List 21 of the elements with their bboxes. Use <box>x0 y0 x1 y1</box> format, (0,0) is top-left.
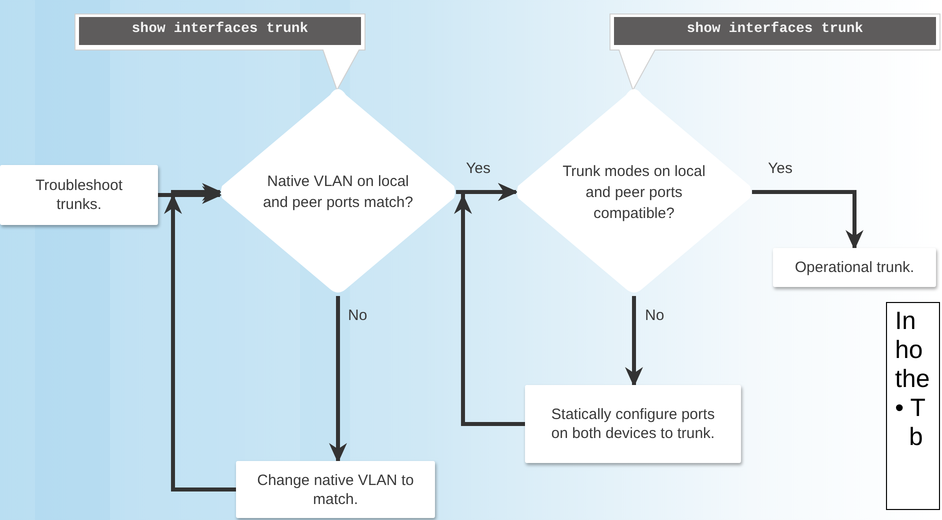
command-text: show interfaces trunk <box>130 20 310 39</box>
step-text: Troubleshoot trunks. <box>34 176 124 214</box>
text-panel <box>886 302 940 510</box>
process-box <box>525 385 741 463</box>
step-text: In ho the <box>895 307 931 394</box>
step-text: Operational trunk. <box>794 258 914 277</box>
command-callout <box>610 14 940 90</box>
process-box <box>236 461 435 518</box>
decision-text: Trunk modes on local and peer ports compatible? <box>562 162 706 224</box>
edge-label: Yes <box>768 160 792 178</box>
step-text: • T b <box>895 394 926 452</box>
command-callout <box>75 14 365 90</box>
edge-label: No <box>348 307 368 325</box>
step-text: Statically configure ports on both devices to trunk. <box>550 405 716 443</box>
process-box <box>0 165 158 225</box>
step-text: Change native VLAN to match. <box>256 470 415 508</box>
edge-label: Yes <box>466 160 490 178</box>
edge-label: No <box>645 307 664 325</box>
command-text: show interfaces trunk <box>686 20 864 39</box>
decision-text: Native VLAN on local and peer ports match? <box>262 172 414 213</box>
process-box <box>773 248 936 287</box>
